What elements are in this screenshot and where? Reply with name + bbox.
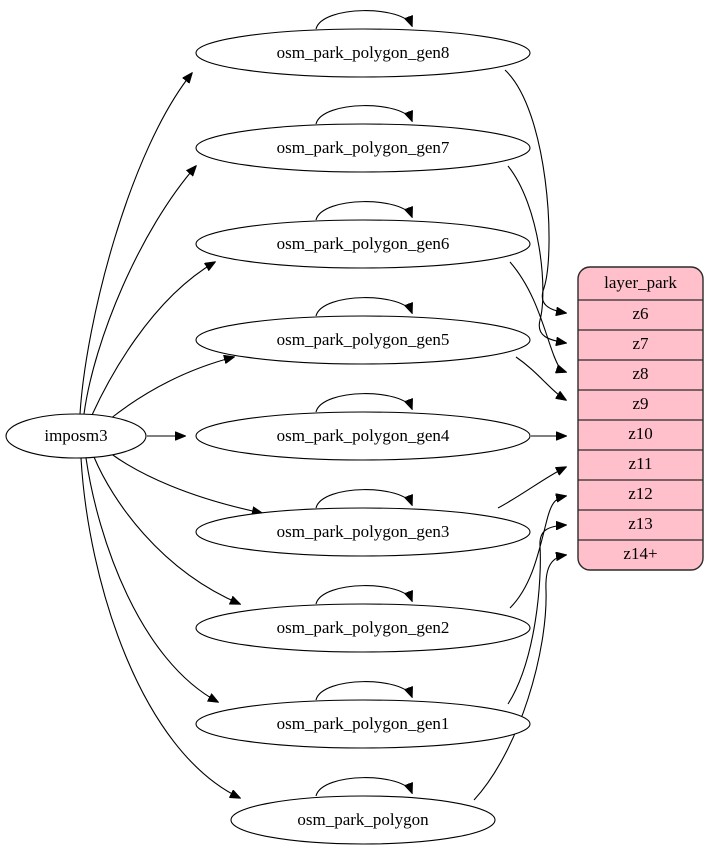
edge-gen8-to-z6 — [504, 69, 566, 313]
layer-park-table[interactable]: layer_park z6 z7 z8 z9 z10 z11 z12 z13 z… — [577, 266, 704, 571]
self-loop-gen3 — [315, 489, 412, 509]
self-loop-gen1 — [315, 681, 412, 701]
gen7-ellipse[interactable] — [195, 123, 531, 173]
self-loop-edges — [315, 10, 412, 797]
table-header-label: layer_park — [604, 273, 677, 292]
node-gen4[interactable]: osm_park_polygon_gen4 — [195, 411, 531, 461]
table-row-z8[interactable]: z8 — [632, 364, 648, 383]
gen2-label: osm_park_polygon_gen2 — [277, 618, 450, 637]
table-row-z12[interactable]: z12 — [628, 484, 653, 503]
self-loop-gen5 — [315, 297, 412, 317]
gen4-ellipse[interactable] — [195, 411, 531, 461]
edge-gen3-to-z11 — [497, 467, 566, 509]
node-gen3[interactable]: osm_park_polygon_gen3 — [195, 507, 531, 557]
table-outline — [577, 266, 704, 571]
gen1-ellipse[interactable] — [195, 699, 531, 749]
node-gen5[interactable]: osm_park_polygon_gen5 — [195, 315, 531, 365]
table-row-z7[interactable]: z7 — [632, 334, 649, 353]
self-loop-gen4 — [315, 393, 412, 413]
edge-imposm3-to-gen6 — [91, 262, 215, 416]
edge-imposm3-to-gen2 — [93, 456, 240, 604]
edge-imposm3-to-gen8 — [79, 73, 192, 415]
self-loop-gen7 — [315, 105, 412, 125]
table-row-z13[interactable]: z13 — [628, 514, 653, 533]
table-row-z10[interactable]: z10 — [628, 424, 653, 443]
edge-imposm3-to-base — [80, 457, 240, 798]
table-row-z9[interactable]: z9 — [632, 394, 648, 413]
base-label: osm_park_polygon — [297, 810, 429, 829]
table-row-z14plus[interactable]: z14+ — [623, 544, 657, 563]
node-gen7[interactable]: osm_park_polygon_gen7 — [195, 123, 531, 173]
table-row-z11[interactable]: z11 — [629, 454, 653, 473]
node-gen1[interactable]: osm_park_polygon_gen1 — [195, 699, 531, 749]
node-osm-park-polygon[interactable]: osm_park_polygon — [230, 795, 496, 845]
edge-gen1-to-z13 — [507, 525, 566, 705]
gen8-ellipse[interactable] — [195, 28, 531, 78]
edge-imposm3-to-gen7 — [83, 166, 196, 415]
node-gen8[interactable]: osm_park_polygon_gen8 — [195, 28, 531, 78]
base-ellipse[interactable] — [230, 795, 496, 845]
edge-imposm3-to-gen5 — [109, 357, 234, 420]
edge-imposm3-to-gen1 — [85, 457, 218, 702]
node-gen6[interactable]: osm_park_polygon_gen6 — [195, 219, 531, 269]
gen5-ellipse[interactable] — [195, 315, 531, 365]
gen6-ellipse[interactable] — [195, 219, 531, 269]
edges-source-to-nodes — [79, 73, 262, 798]
edges-nodes-to-table — [473, 69, 566, 801]
gen3-ellipse[interactable] — [195, 507, 531, 557]
self-loop-gen8 — [315, 10, 412, 30]
table-row-z6[interactable]: z6 — [632, 304, 648, 323]
imposm3-ellipse[interactable] — [5, 413, 147, 459]
edge-base-to-z14plus — [473, 555, 566, 801]
gen5-label: osm_park_polygon_gen5 — [277, 330, 450, 349]
edge-gen6-to-z8 — [509, 261, 566, 372]
self-loop-base — [315, 777, 412, 797]
node-imposm3[interactable]: imposm3 — [5, 413, 147, 459]
gen4-label: osm_park_polygon_gen4 — [277, 426, 450, 445]
edge-gen2-to-z12 — [509, 496, 566, 609]
gen3-label: osm_park_polygon_gen3 — [277, 522, 450, 541]
node-gen2[interactable]: osm_park_polygon_gen2 — [195, 603, 531, 653]
self-loop-gen2 — [315, 585, 412, 605]
edge-gen5-to-z9 — [515, 356, 566, 400]
self-loop-gen6 — [315, 201, 412, 221]
gen7-label: osm_park_polygon_gen7 — [277, 138, 450, 157]
gen6-label: osm_park_polygon_gen6 — [277, 234, 450, 253]
gen1-label: osm_park_polygon_gen1 — [277, 714, 450, 733]
edge-gen7-to-z7 — [507, 165, 566, 343]
imposm3-label: imposm3 — [44, 426, 107, 445]
gen2-ellipse[interactable] — [195, 603, 531, 653]
gen8-label: osm_park_polygon_gen8 — [277, 43, 450, 62]
edge-imposm3-to-gen3 — [109, 452, 262, 513]
